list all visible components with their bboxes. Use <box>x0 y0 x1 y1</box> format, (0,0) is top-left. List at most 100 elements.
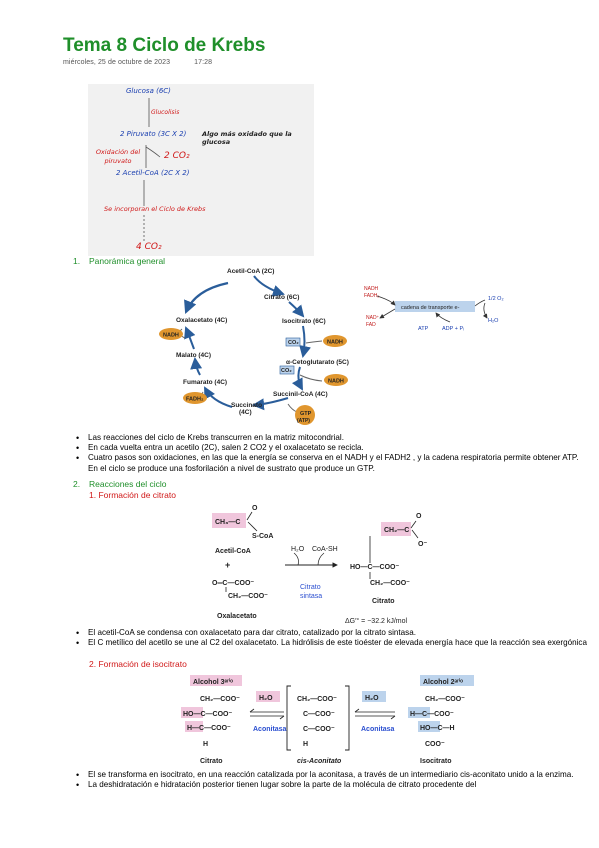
acon-a2: C—COO⁻ <box>303 711 335 718</box>
plus-sign: + <box>225 560 230 570</box>
label-fadh2: FADH₂ <box>186 397 204 403</box>
h2o-b: H₂O <box>365 695 379 702</box>
chain-adp: ADP + Pᵢ <box>442 326 464 332</box>
page-title: Tema 8 Ciclo de Krebs <box>63 35 266 56</box>
chain-nad: NAD⁺ <box>366 315 380 321</box>
chain-nadh: NADH <box>364 286 379 292</box>
sketch-co2-final: 4 CO₂ <box>136 242 162 252</box>
cycle-arrow-icon <box>291 366 303 391</box>
bullet-list-2: El acetil-CoA se condensa con oxalacetat… <box>76 628 588 649</box>
time-text: 17:28 <box>194 59 213 66</box>
oxa-name: Oxalacetato <box>217 613 257 620</box>
alcohol2-label: Alcohol 2ᵃʳⁱᵒ <box>423 677 463 686</box>
label-atp: (ATP) <box>297 418 310 424</box>
label-nadh-b: NADH <box>328 379 344 385</box>
enzyme-sintasa: sintasa <box>300 593 322 600</box>
iso-cit-name: Citrato <box>200 758 223 765</box>
label-nadh-c: NADH <box>163 333 179 339</box>
label-cetoglutarato: α-Cetoglutarato (5C) <box>286 359 349 366</box>
date-text: miércoles, 25 de octubre de 2023 <box>63 59 171 66</box>
acon-a4: H <box>303 741 308 748</box>
section2-title: Reacciones del ciclo <box>89 479 167 489</box>
aconitasa-b: Aconitasa <box>361 726 395 733</box>
cit-om: O⁻ <box>418 541 427 548</box>
alcohol3-label: Alcohol 3ᵉʳⁱᵒ <box>193 677 233 686</box>
sketch-note: Algo más oxidado que la glucosa <box>202 130 292 146</box>
page-date: miércoles, 25 de octubre de 2023 17:28 <box>63 59 234 66</box>
list-item: Cuatro pasos son oxidaciones, en las que… <box>76 453 588 473</box>
label-fumarato: Fumarato (4C) <box>183 379 227 386</box>
label-citrato: Citrato (6C) <box>264 294 299 301</box>
chain-fad: FAD <box>366 322 376 328</box>
bullet-list-3: El se transforma en isocitrato, en una r… <box>76 770 588 791</box>
label-nadh-a: NADH <box>327 340 343 346</box>
acetyl-scoa: S-CoA <box>252 533 273 540</box>
subsection-isocitrato: 2. Formación de isocitrato <box>89 659 187 669</box>
cit-c1: CH₂—COO⁻ <box>200 696 240 703</box>
cycle-arrow-icon <box>252 397 289 411</box>
oxa-line1: O═C—COO⁻ <box>212 580 254 587</box>
sketch-oxidacion-line1: Oxidación del <box>95 148 141 156</box>
label-oxalacetato: Oxalacetato (4C) <box>176 317 227 324</box>
sketch-acetil: 2 Acetil-CoA (2C X 2) <box>116 169 190 177</box>
list-item: El C metílico del acetilo se une al C2 d… <box>76 638 588 648</box>
list-item: El acetil-CoA se condensa con oxalacetat… <box>76 628 588 638</box>
cit-name: Citrato <box>372 598 395 605</box>
chain-box-label: cadena de transporte e- <box>401 305 460 311</box>
list-item: La deshidratación e hidratación posterio… <box>76 780 588 790</box>
sketch-glucolisis: Glucolisis <box>151 109 180 116</box>
sketch-image: Glucosa (6C) Glucolisis 2 Piruvato (3C X… <box>88 84 314 256</box>
label-malato: Malato (4C) <box>176 352 211 359</box>
cit-o: O <box>416 513 422 520</box>
sketch-co2: 2 CO₂ <box>164 151 190 161</box>
label-gtp: GTP <box>300 411 312 417</box>
acetyl-o: O <box>252 505 258 512</box>
iso-i2: H—C—COO⁻ <box>410 711 454 718</box>
subsection-citrato: 1. Formación de citrato <box>89 490 176 500</box>
sketch-oxidacion: Oxidación del piruvato <box>93 148 143 166</box>
cit-line3: CH₂—COO⁻ <box>370 580 410 587</box>
section2-number: 2. <box>73 479 81 489</box>
sketch-oxidacion-line2: piruvato <box>104 157 132 165</box>
sketch-incorporan: Se incorporan el Ciclo de Krebs <box>104 205 206 213</box>
list-item: En cada vuelta entra un acetilo (2C), sa… <box>76 443 588 453</box>
iso-name: Isocitrato <box>420 758 452 765</box>
cit-c4: H <box>203 741 208 748</box>
section1-title: Panorámica general <box>89 256 166 266</box>
cycle-arrow-icon <box>190 357 203 376</box>
iso-i4: COO⁻ <box>425 741 445 748</box>
list-item: Las reacciones del ciclo de Krebs transc… <box>76 433 588 443</box>
cycle-arrow-icon <box>184 326 196 350</box>
cit-c3: H—C—COO⁻ <box>187 725 231 732</box>
cycle-arrow-icon <box>299 325 311 358</box>
citrate-coash: CoA-SH <box>312 546 338 553</box>
label-succinato-c: (4C) <box>239 409 252 416</box>
acon-a3: C—COO⁻ <box>303 726 335 733</box>
iso-i1: CH₂—COO⁻ <box>425 696 465 703</box>
label-succinilcoa: Succinil-CoA (4C) <box>273 391 328 398</box>
acon-name: cis-Aconitato <box>297 758 342 765</box>
sketch-glucosa: Glucosa (6C) <box>126 87 171 95</box>
bullet-list-1: Las reacciones del ciclo de Krebs transc… <box>76 433 588 474</box>
cycle-arrow-icon <box>204 386 233 408</box>
cit-line1: CH₂—C <box>384 527 409 534</box>
chain-box <box>395 301 475 312</box>
chain-o2: 1/2 O₂ <box>488 296 504 302</box>
citrate-h2o: H₂O <box>291 546 305 553</box>
enzyme-citrato: Citrato <box>300 584 321 591</box>
label-co2-b: CO₂ <box>281 368 292 374</box>
aconitasa-a: Aconitasa <box>253 726 287 733</box>
delta-g: ΔG′° = −32.2 kJ/mol <box>345 617 408 625</box>
oxa-line2: CH₂—COO⁻ <box>228 593 268 600</box>
acetyl-ch3: CH₃—C <box>215 519 240 526</box>
label-co2-a: CO₂ <box>288 340 299 346</box>
list-item: El se transforma en isocitrato, en una r… <box>76 770 588 780</box>
sketch-arrows <box>143 98 161 242</box>
cycle-arrow-icon <box>253 275 285 297</box>
cycle-arrow-icon <box>288 301 305 318</box>
section1-number: 1. <box>73 256 81 266</box>
acon-a1: CH₂—COO⁻ <box>297 696 337 703</box>
label-isocitrato: Isocitrato (6C) <box>282 318 326 325</box>
